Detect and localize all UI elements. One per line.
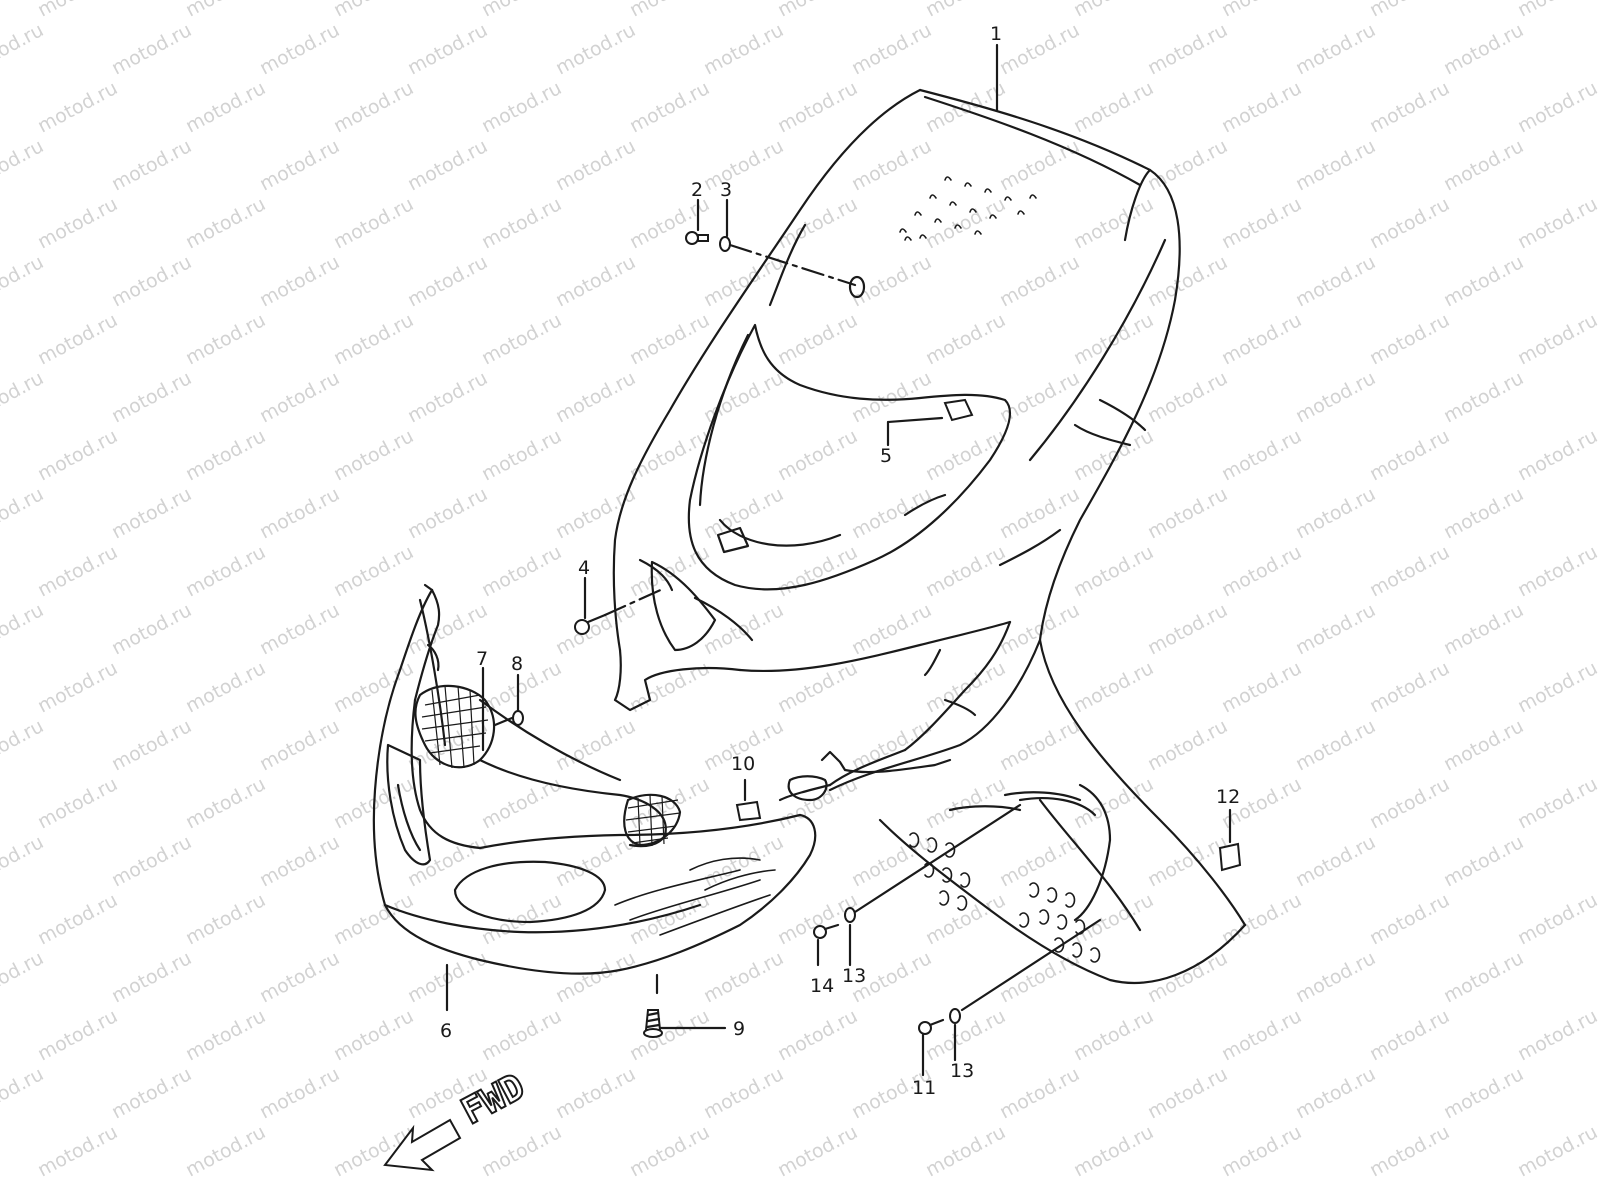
callout-1: 1 <box>990 23 1002 45</box>
screw-part-4 <box>574 613 607 635</box>
washer-part-13-lower <box>949 1008 961 1024</box>
callout-11: 11 <box>912 1077 936 1099</box>
grommet-part-5 <box>943 398 974 422</box>
mesh-grid-right <box>625 794 681 847</box>
vent-slots-lower <box>909 832 1101 963</box>
mount-hole <box>848 275 866 299</box>
bolt-part-2 <box>685 231 709 245</box>
clip-part-10 <box>735 800 762 822</box>
clip-part-12 <box>1218 842 1242 872</box>
callout-2: 2 <box>691 179 703 201</box>
mesh-grid-left <box>421 685 489 769</box>
callout-6: 6 <box>440 1020 452 1042</box>
fwd-direction-indicator: FWD <box>383 1065 533 1172</box>
callout-9: 9 <box>733 1018 745 1040</box>
vent-holes-upper <box>899 176 1037 241</box>
callout-5: 5 <box>880 445 892 467</box>
callout-labels: 1 2 3 4 5 6 7 8 9 10 11 12 13 13 14 <box>440 23 1240 1099</box>
screw-part-14 <box>813 923 840 939</box>
callout-14: 14 <box>810 975 834 997</box>
callout-13-upper: 13 <box>842 965 866 987</box>
screw-part-9 <box>643 1009 663 1038</box>
washer-part-3 <box>719 236 731 252</box>
screw-part-11 <box>918 1018 945 1035</box>
upper-cowling <box>612 88 1247 984</box>
washer-part-13-upper <box>844 907 856 923</box>
callout-8: 8 <box>511 653 523 675</box>
nut-part-8 <box>512 710 524 726</box>
callout-13-lower: 13 <box>950 1060 974 1082</box>
fwd-label: FWD <box>455 1066 532 1133</box>
callout-7: 7 <box>476 648 488 670</box>
lower-fairing <box>372 583 817 975</box>
callout-4: 4 <box>578 557 590 579</box>
callout-10: 10 <box>731 753 755 775</box>
callout-3: 3 <box>720 179 732 201</box>
fwd-arrow-icon <box>383 1118 462 1172</box>
callout-12: 12 <box>1216 786 1240 808</box>
leader-lines <box>445 43 1232 1077</box>
